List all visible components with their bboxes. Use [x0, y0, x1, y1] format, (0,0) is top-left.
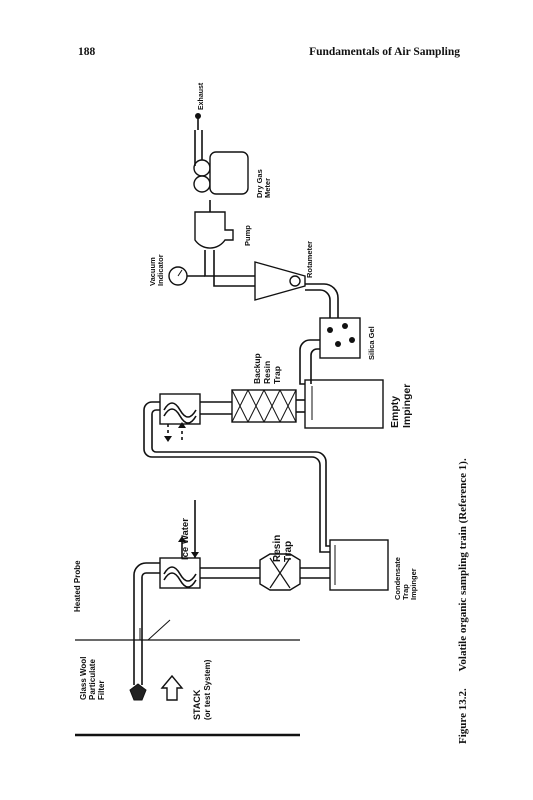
line-to-silica-a: [299, 339, 320, 385]
stack-flow-arrow-icon: [160, 674, 184, 701]
silica-dot-1: [327, 327, 333, 333]
backup-resin-cross: [231, 389, 297, 423]
label-empty-impinger: Empty Impinger: [389, 384, 413, 428]
silica-dot-4: [349, 337, 355, 343]
label-dry-gas-meter: Dry Gas Meter: [255, 167, 272, 198]
rotameter: [254, 261, 306, 301]
running-title: Fundamentals of Air Sampling: [309, 46, 460, 58]
condenser-2: [159, 393, 201, 425]
pump: [194, 211, 234, 249]
heated-probe-pointer: [147, 619, 171, 641]
line-to-pump-b: [213, 250, 255, 287]
ice-water-in-arrow-icon: [191, 552, 199, 558]
ice-water-out-arrow-icon: [178, 536, 186, 542]
empty-impinger: [304, 379, 384, 429]
condenser-2-coil-b: [163, 408, 197, 424]
line-to-rotameter-a: [305, 289, 331, 318]
figure-caption: Figure 13.2. Volatile organic sampling t…: [457, 458, 469, 744]
rotameter-float: [289, 275, 301, 287]
label-backup-resin: Backup Resin Trap: [252, 351, 282, 384]
condensate-trap-impinger: [329, 539, 389, 591]
label-vacuum-indicator: Vacuum Indicator: [148, 254, 165, 286]
vacuum-needle: [177, 269, 183, 277]
return-line-outer: [143, 401, 330, 553]
exhaust-icon: [195, 113, 201, 119]
condenser-1-coil: [163, 566, 197, 582]
return-line-inner: [151, 409, 330, 547]
line-to-rotameter-b: [305, 283, 339, 318]
glass-wool-filter: [129, 683, 147, 701]
condenser-2-coil: [163, 402, 197, 418]
silica-dot-2: [342, 323, 348, 329]
label-heated-probe: Heated Probe: [73, 560, 82, 612]
probe-line-b: [141, 572, 160, 685]
label-silica-gel: Silica Gel: [367, 326, 376, 360]
label-ice-water: Ice Water: [180, 518, 191, 560]
label-stack: STACK (or test System): [192, 659, 212, 720]
dry-gas-meter: [209, 151, 249, 195]
condenser-1-coil-b: [163, 572, 197, 588]
label-glass-wool: Glass Wool Particulate Filter: [79, 654, 106, 700]
backup-resin-trap: [231, 389, 297, 423]
line-to-pump-a: [204, 250, 255, 277]
label-condensate: Condensate Trap Impinger: [393, 555, 418, 600]
label-pump: Pump: [243, 225, 252, 246]
probe-line-a: [133, 562, 160, 685]
water-in-arrow-icon: [178, 422, 186, 428]
label-rotameter: Rotameter: [305, 241, 314, 278]
label-resin-trap: Resin Trap: [272, 532, 294, 562]
water-out-arrow-icon: [164, 436, 172, 442]
label-exhaust: Exhaust: [198, 82, 205, 110]
silica-dot-3: [335, 341, 341, 347]
meter-gear-1: [193, 159, 211, 177]
meter-gear-2: [193, 175, 211, 193]
line-to-silica-b: [310, 348, 320, 384]
page-number: 188: [78, 46, 96, 58]
resin-trap-cross: [269, 557, 291, 589]
